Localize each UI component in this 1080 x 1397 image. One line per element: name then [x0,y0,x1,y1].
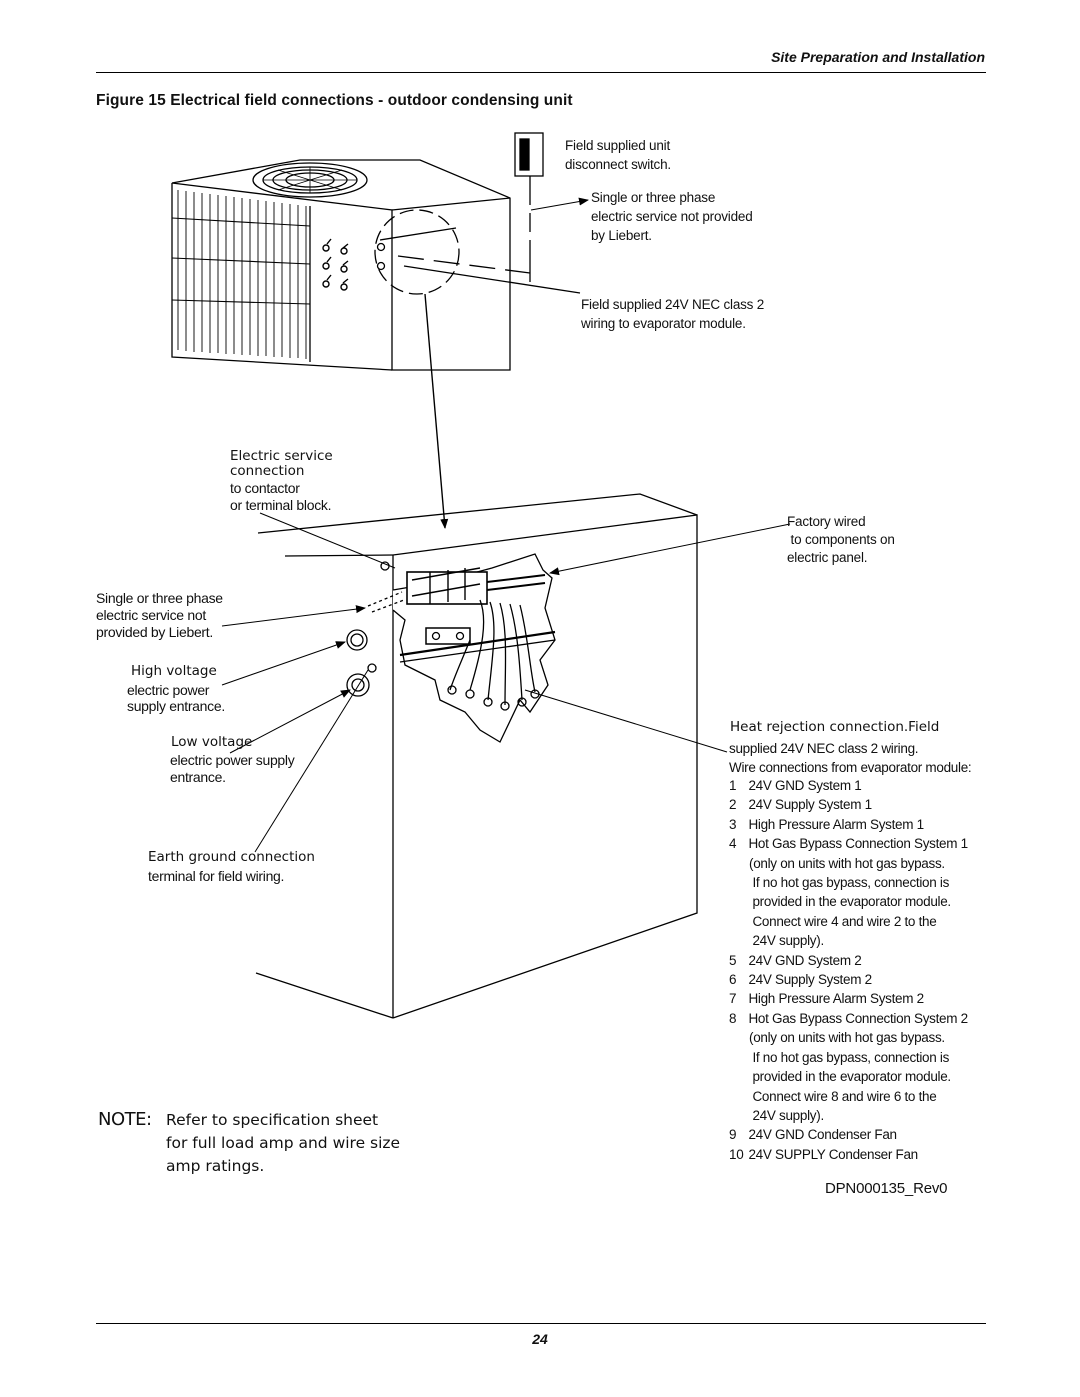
note: NOTE: Refer to specification sheet for fu… [98,1108,400,1178]
cabinet [255,493,698,1019]
list-item-number: 5 [729,952,737,968]
list-item-text: 24V GND System 2 [745,952,862,968]
list-item-text: 24V GND System 1 [745,778,862,793]
page-number: 24 [532,1331,548,1347]
heat-rejection-title: Heat rejection connection.Field [730,719,940,735]
list-item-text: 24V Supply System 2 [745,972,872,988]
high-voltage-title: High voltage [131,663,217,679]
list-item: 9 24V GND Condenser Fan [729,1125,968,1144]
list-item: 7 High Pressure Alarm System 2 [729,989,968,1008]
list-item: 10 24V SUPPLY Condenser Fan [729,1145,968,1164]
list-item-number: 4 [729,836,737,852]
list-item-number: 7 [729,991,737,1007]
list-item-text: Hot Gas Bypass Connection System 2 [745,1010,968,1026]
condensing-unit [171,159,581,371]
list-item-number: 1 [729,778,737,793]
list-item-continuation: Connect wire 4 and wire 2 to the [749,913,937,929]
list-item-number: 6 [729,972,737,988]
running-header: Site Preparation and Installation [771,49,985,65]
list-item: 3 High Pressure Alarm System 1 [729,815,968,834]
list-item: 1 24V GND System 1 [729,776,968,795]
list-item-continuation: (only on units with hot gas bypass. [749,1030,945,1046]
earth-ground-label: terminal for field wiring. [148,868,285,884]
list-item-continuation: Connect wire 8 and wire 6 to the [749,1088,937,1104]
low-voltage-title: Low voltage [171,734,253,750]
earth-ground-title: Earth ground connection [148,849,315,865]
figure-title: Figure 15 Electrical field connections -… [96,92,573,109]
list-item-text: High Pressure Alarm System 1 [745,816,924,832]
list-item-number: 3 [729,816,737,832]
footer-rule [96,1323,986,1324]
list-item-continuation: 24V supply). [749,1107,824,1123]
list-item: 5 24V GND System 2 [729,951,968,970]
list-item-continuation: If no hot gas bypass, connection is [749,1049,950,1065]
list-item: 2 24V Supply System 1 [729,795,968,814]
list-item: 4 Hot Gas Bypass Connection System 1 [729,834,968,853]
list-item-continuation: 24V supply). [749,933,824,949]
list-item-text: High Pressure Alarm System 2 [745,991,924,1007]
list-item-continuation: provided in the evaporator module. [749,1069,951,1085]
list-item-number: 10 [729,1146,744,1162]
list-item-number: 9 [729,1127,737,1143]
list-item-text: 24V Supply System 1 [745,797,872,813]
document-number: DPN000135_Rev0 [825,1180,948,1197]
list-item: 8 Hot Gas Bypass Connection System 2 [729,1009,968,1028]
disconnect-switch [514,132,589,282]
list-item-number: 2 [729,797,737,813]
note-line-1: Refer to specification sheet [166,1111,379,1129]
list-item-continuation: (only on units with hot gas bypass. [749,855,945,871]
note-line-2: for full load amp and wire size [166,1134,401,1152]
list-item-number: 8 [729,1010,737,1026]
note-line-3: amp ratings. [166,1157,265,1175]
list-item-text: 24V GND Condenser Fan [745,1127,897,1143]
list-item-text: 24V SUPPLY Condenser Fan [745,1146,918,1162]
heat-rejection-label: supplied 24V NEC class 2 wiring.Wire con… [729,741,972,775]
note-label: NOTE: [98,1109,152,1130]
list-item-continuation: provided in the evaporator module. [749,894,951,910]
list-item: 6 24V Supply System 2 [729,970,968,989]
list-item-continuation: If no hot gas bypass, connection is [749,875,950,891]
list-item-text: Hot Gas Bypass Connection System 1 [745,836,968,852]
header-rule [96,72,986,73]
